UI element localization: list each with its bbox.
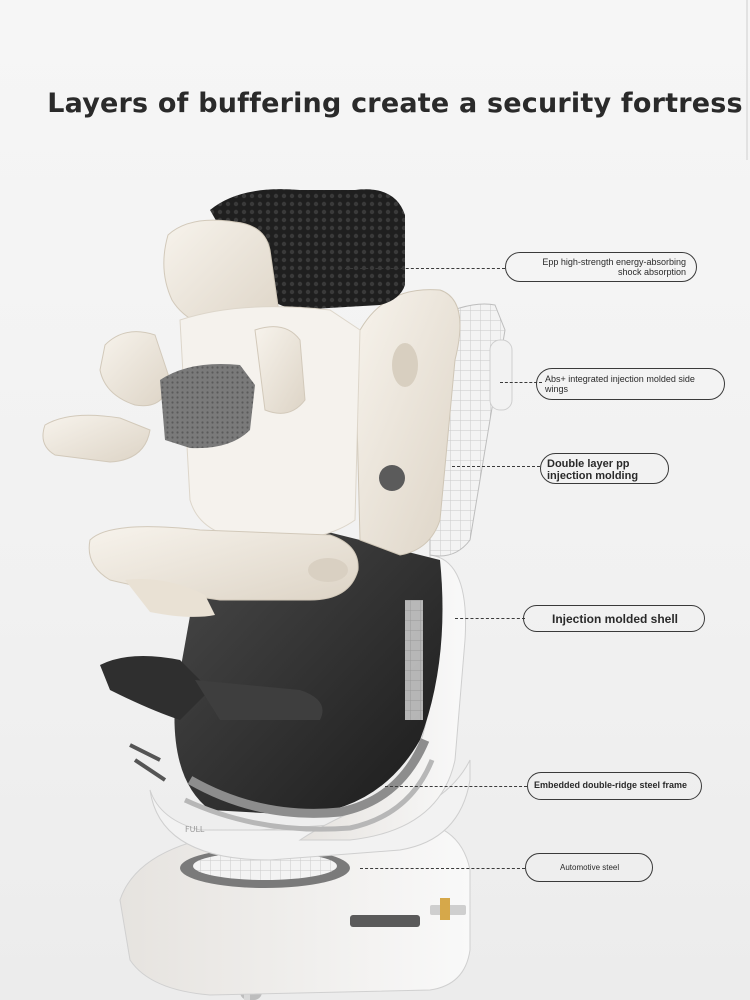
frame-callout-line1: Embedded double-ridge steel frame xyxy=(534,780,688,790)
frame-leader-line xyxy=(385,786,527,787)
epp-inner-shell xyxy=(354,289,461,556)
abs-callout: Abs+ integrated injection molded side wi… xyxy=(536,368,725,400)
page-title: Layers of buffering create a security fo… xyxy=(47,88,743,119)
epp-callout-line1: Epp high-strength energy-absorbing xyxy=(542,257,686,267)
epp-callout: Epp high-strength energy-absorbing shock… xyxy=(505,252,697,282)
shell-callout-line1: Injection molded shell xyxy=(552,612,679,626)
rotating-ring: FULL xyxy=(149,759,471,861)
seat-base xyxy=(119,819,471,996)
steel-leader-line xyxy=(360,868,525,869)
pp-leader-line xyxy=(452,466,540,467)
page-edge-line xyxy=(746,0,748,160)
pp-callout-line1: Double layer pp xyxy=(547,458,630,470)
seat-body xyxy=(42,306,361,617)
epp-leader-line xyxy=(345,268,505,269)
abs-callout-line1: Abs+ integrated injection molded side xyxy=(545,374,695,384)
pp-callout-line2: injection molding xyxy=(547,470,639,482)
svg-text:FULL: FULL xyxy=(185,825,205,834)
abs-leader-line xyxy=(500,382,542,383)
steel-callout-line1: Automotive steel xyxy=(560,863,620,872)
epp-callout-line2: shock absorption xyxy=(617,267,686,277)
frame-callout: Embedded double-ridge steel frame xyxy=(527,772,702,800)
abs-callout-line2: wings xyxy=(545,384,569,394)
isofix-connector xyxy=(440,898,450,920)
steel-callout: Automotive steel xyxy=(525,853,653,882)
pp-callout: Double layer pp injection molding xyxy=(540,453,669,484)
shell-leader-line xyxy=(455,618,525,619)
shell-callout: Injection molded shell xyxy=(523,605,705,632)
